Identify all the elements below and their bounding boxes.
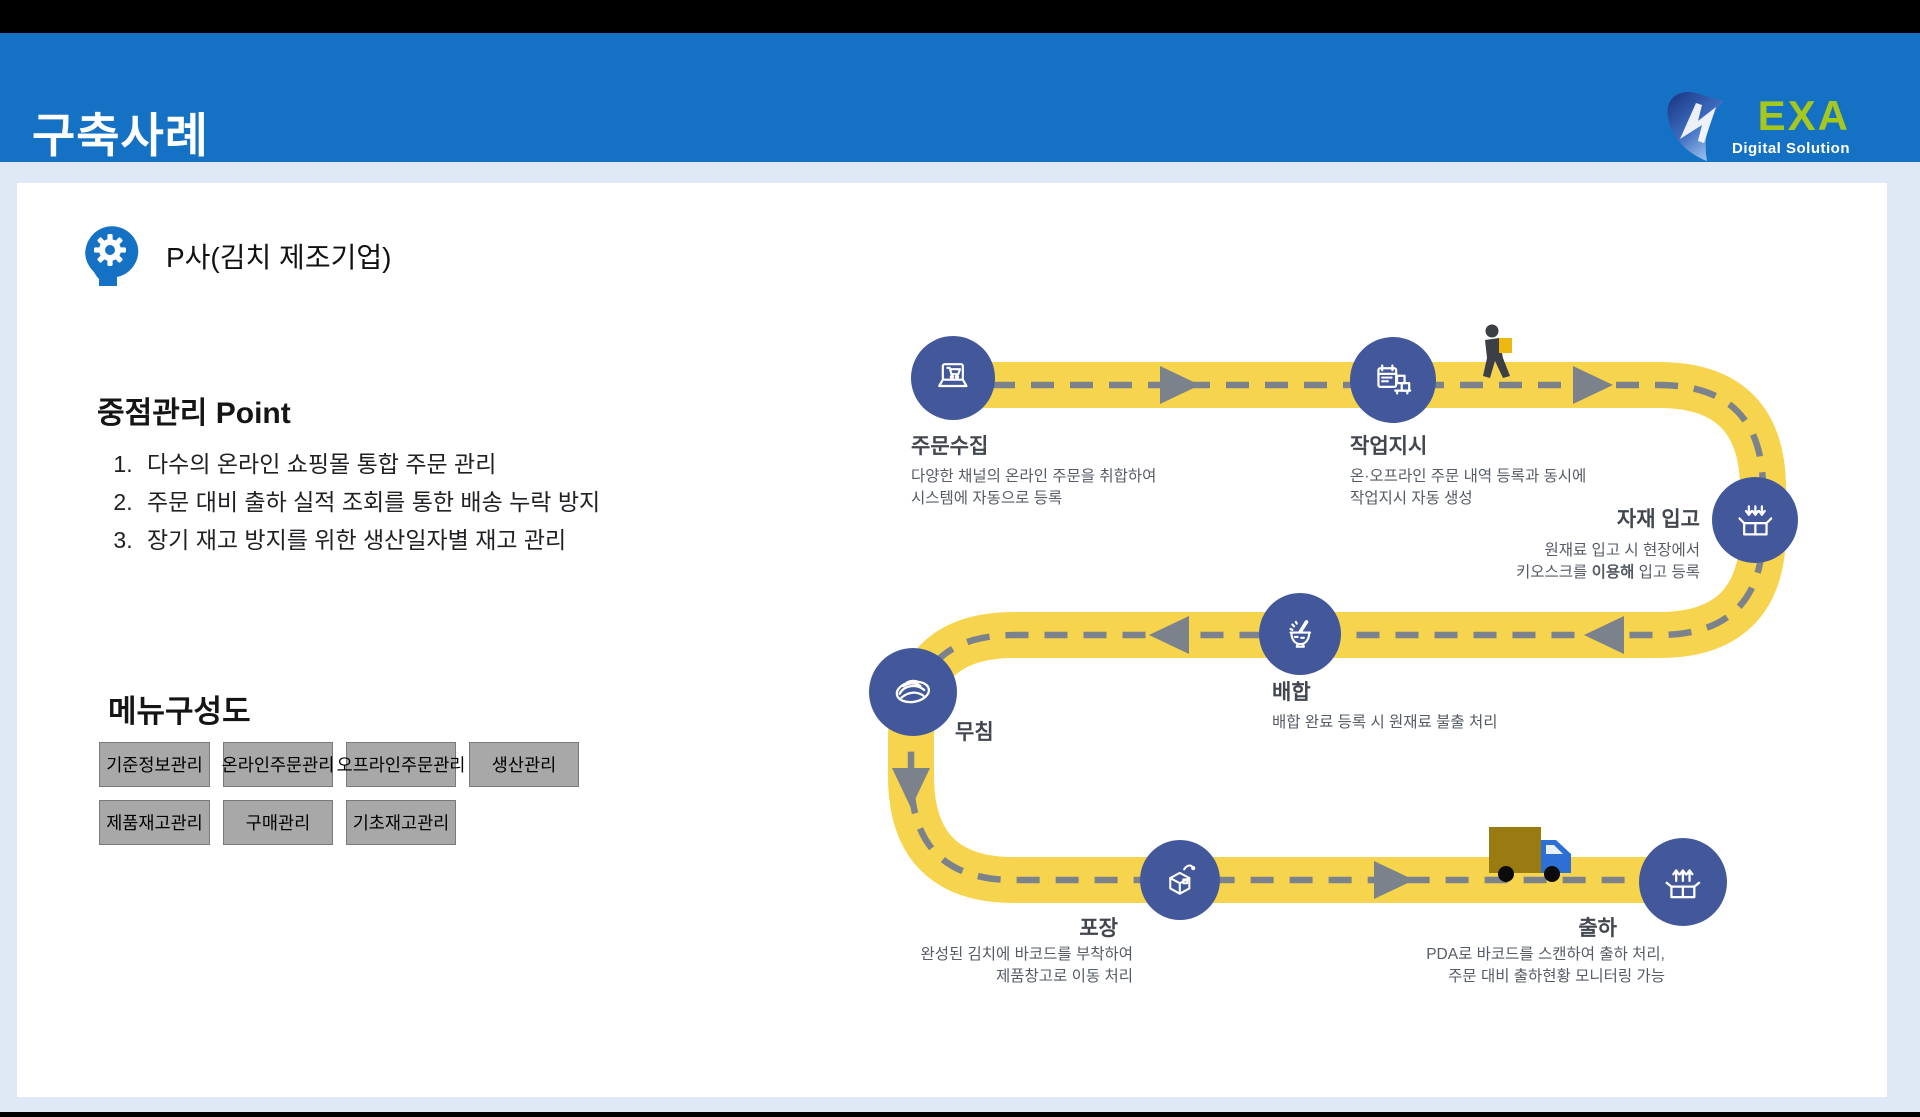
menu-chip-production: 생산관리 — [469, 742, 579, 787]
flow-label-shipping: 출하 — [1578, 917, 1617, 940]
box-arrows-out-icon — [1665, 869, 1701, 899]
flow-label-order-collect: 주문수집 — [911, 435, 989, 458]
menu-chip-product-stock: 제품재고관리 — [99, 800, 210, 845]
logo-subtitle: Digital Solution — [1732, 140, 1850, 157]
menu-heading: 메뉴구성도 — [108, 694, 251, 729]
flow-label-work-order: 작업지시 — [1350, 435, 1428, 458]
flow-node-seasoning — [869, 648, 957, 736]
flow-node-material-receive — [1712, 477, 1798, 563]
flow-label-packing: 포장 — [1079, 917, 1118, 940]
flow-desc-order-collect: 다양한 채널의 온라인 주문을 취합하여 시스템에 자동으로 등록 — [911, 468, 1157, 507]
menu-row-1: 기준정보관리 온라인주문관리 오프라인주문관리 생산관리 — [99, 742, 579, 787]
flow-node-shipping — [1639, 838, 1727, 926]
flow-node-packing — [1140, 840, 1220, 920]
logo-text: EXA Digital Solution — [1732, 92, 1850, 158]
flow-node-mixing — [1259, 593, 1341, 675]
box-scanner-icon — [1169, 864, 1196, 895]
company-logo: EXA Digital Solution — [1662, 87, 1850, 165]
points-list: 다수의 온라인 쇼핑몰 통합 주문 관리 주문 대비 출하 실적 조회를 통한 … — [99, 445, 600, 559]
slide-header: 구축사례 EXA Digital Solution — [0, 33, 1920, 162]
flow-label-material-receive: 자재 입고 — [1616, 508, 1700, 531]
flow-desc-shipping: PDA로 바코드를 스캔하여 출하 처리, 주문 대비 출하현황 모니터링 가능 — [1426, 946, 1665, 985]
logo-brand: EXA — [1757, 92, 1850, 139]
laptop-cart-icon — [938, 363, 968, 388]
bottom-letterbox-bar — [0, 1112, 1920, 1117]
case-title: P사(김치 제조기업) — [166, 242, 392, 273]
flow-node-order-collect — [911, 336, 995, 420]
calendar-pallet-icon — [1376, 363, 1411, 395]
page-title: 구축사례 — [32, 109, 209, 162]
flow-desc-work-order: 온·오프라인 주문 내역 등록과 동시에 작업지시 자동 생성 — [1350, 468, 1587, 507]
point-item-1: 다수의 온라인 쇼핑몰 통합 주문 관리 — [139, 445, 600, 483]
flow-label-seasoning: 무침 — [955, 721, 994, 744]
point-item-2: 주문 대비 출하 실적 조회를 통한 배송 누락 방지 — [139, 483, 600, 521]
flow-desc-mixing: 배합 완료 등록 시 원재료 불출 처리 — [1272, 714, 1498, 731]
flow-label-mixing: 배합 — [1272, 681, 1311, 704]
point-item-3: 장기 재고 방지를 위한 생산일자별 재고 관리 — [139, 521, 600, 559]
case-heading-row: P사(김치 제조기업) — [80, 222, 391, 290]
flow-node-work-order — [1350, 337, 1436, 423]
menu-chip-online-order: 온라인주문관리 — [222, 742, 334, 787]
flow-desc-packing: 완성된 김치에 바코드를 부착하여 제품창고로 이동 처리 — [920, 946, 1133, 985]
menu-chip-offline-order: 오프라인주문관리 — [337, 742, 465, 787]
box-arrows-in-icon — [1738, 504, 1772, 536]
logo-n-swoosh-icon — [1667, 92, 1724, 161]
mortar-pestle-icon — [1289, 619, 1311, 648]
top-letterbox-bar — [0, 0, 1920, 33]
head-gear-icon — [85, 226, 139, 286]
menu-chip-purchase: 구매관리 — [223, 800, 333, 845]
flow-desc-material-receive: 원재료 입고 시 현장에서 키오스크를 이용해 입고 등록 — [1515, 542, 1700, 581]
menu-row-2: 제품재고관리 구매관리 기초재고관리 — [99, 800, 456, 845]
menu-chip-base-info: 기준정보관리 — [99, 742, 210, 787]
menu-chip-base-stock: 기초재고관리 — [346, 800, 456, 845]
kimchi-icon — [895, 679, 931, 704]
points-heading: 중점관리 Point — [97, 397, 291, 430]
